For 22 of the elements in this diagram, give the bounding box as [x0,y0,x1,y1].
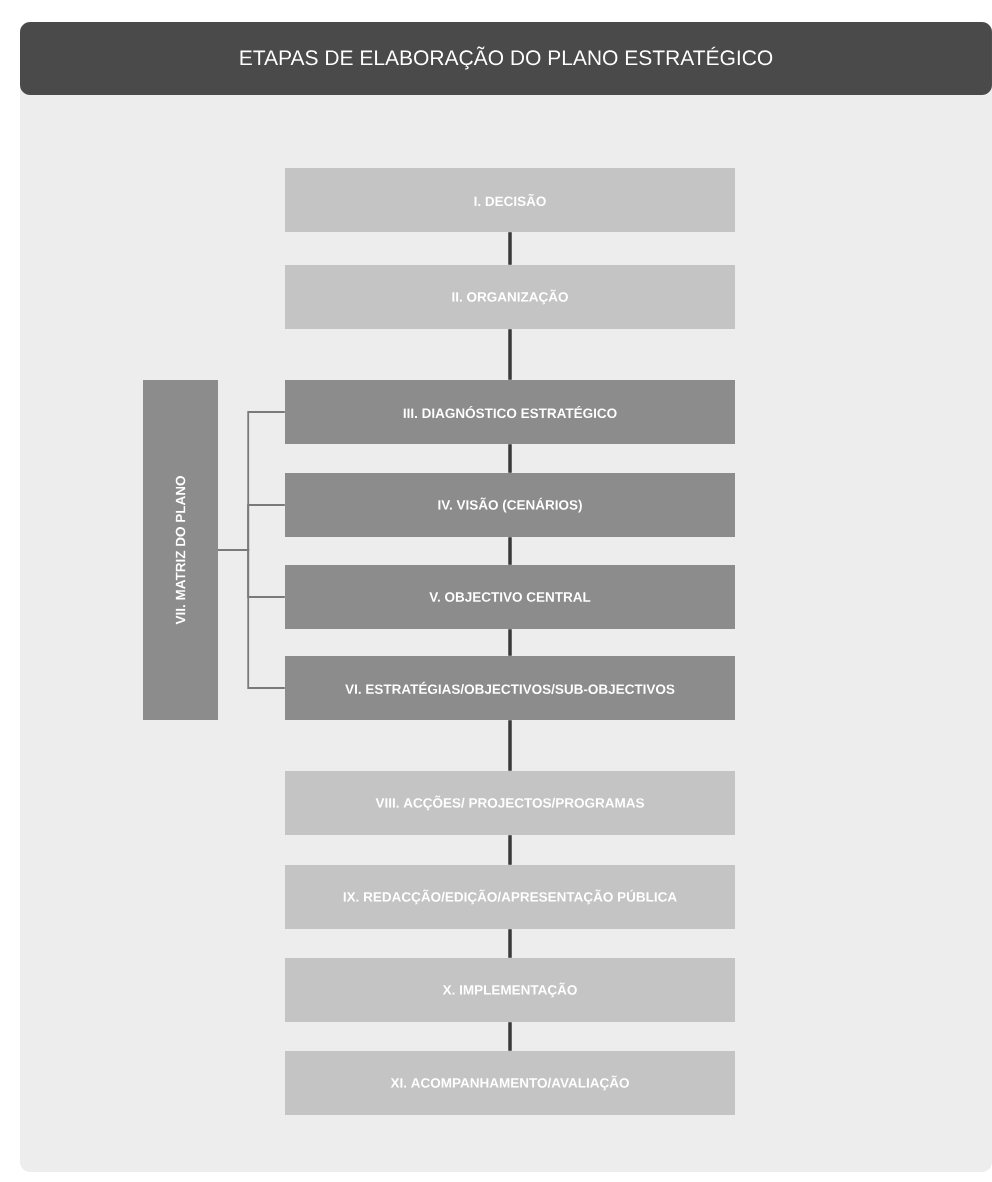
stage-box: IV. VISÃO (CENÁRIOS) [285,473,735,537]
stage-box: V. OBJECTIVO CENTRAL [285,565,735,629]
connector-line [508,537,512,565]
title-banner: ETAPAS DE ELABORAÇÃO DO PLANO ESTRATÉGICO [20,22,992,95]
stage-box: III. DIAGNÓSTICO ESTRATÉGICO [285,380,735,444]
connector-line [508,720,512,771]
bracket-connector [217,549,286,689]
connector-line [508,232,512,265]
stage-box: X. IMPLEMENTAÇÃO [285,958,735,1022]
stage-box: VIII. ACÇÕES/ PROJECTOS/PROGRAMAS [285,771,735,835]
connector-line [508,929,512,958]
connector-line [508,444,512,473]
stage-box: II. ORGANIZAÇÃO [285,265,735,329]
stage-box: VI. ESTRATÉGIAS/OBJECTIVOS/SUB-OBJECTIVOS [285,656,735,720]
connector-line [508,329,512,380]
connector-line [508,1022,512,1051]
stage-box: I. DECISÃO [285,168,735,232]
connector-line [508,629,512,656]
connector-line [508,835,512,865]
stage-box: XI. ACOMPANHAMENTO/AVALIAÇÃO [285,1051,735,1115]
matrix-box: VII. MATRIZ DO PLANO [143,380,218,720]
stage-box: IX. REDACÇÃO/EDIÇÃO/APRESENTAÇÃO PÚBLICA [285,865,735,929]
